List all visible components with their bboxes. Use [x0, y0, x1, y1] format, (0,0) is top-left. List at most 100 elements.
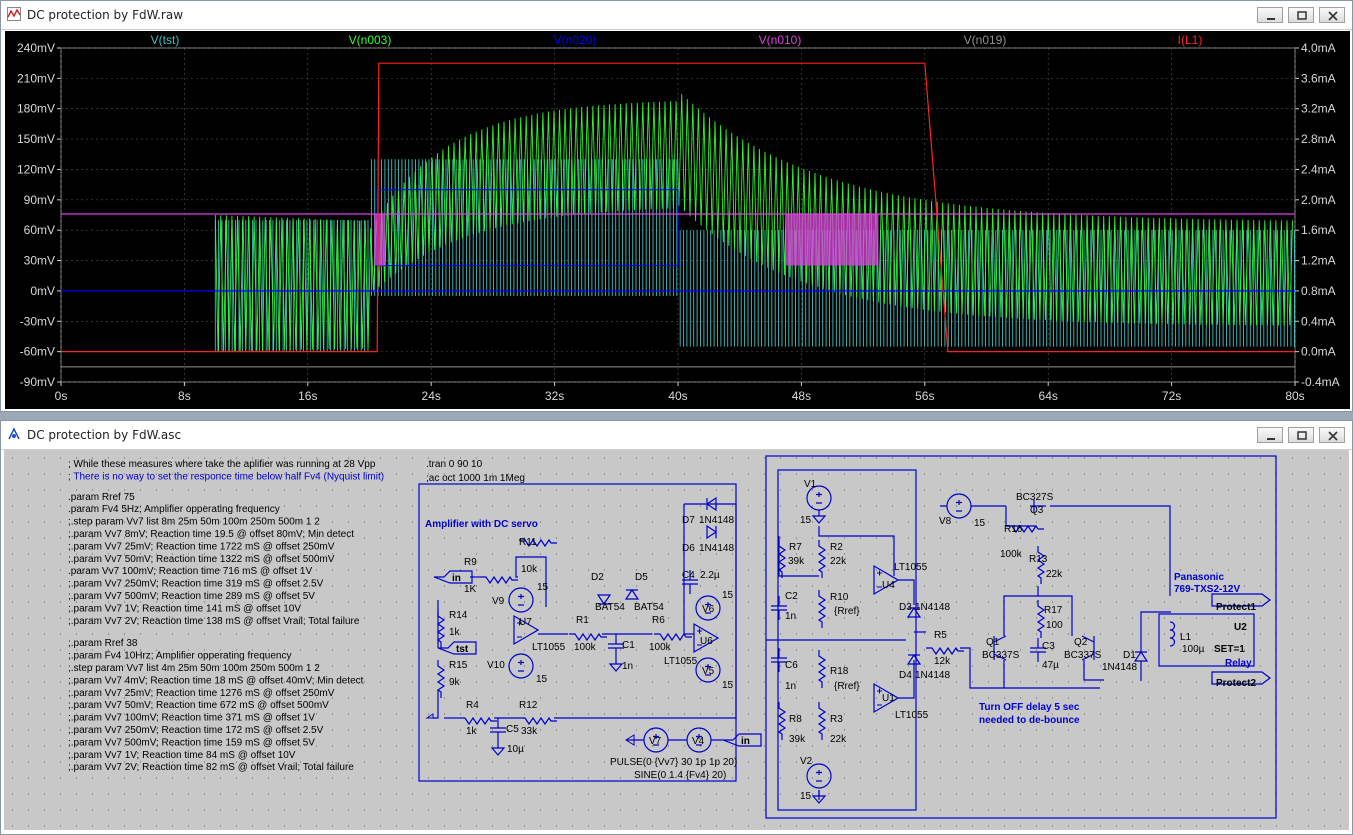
part-name: R5 — [934, 630, 947, 641]
voltage-source-polarity — [816, 770, 822, 782]
ground-icon — [811, 510, 827, 524]
part-value: 1k — [466, 726, 478, 737]
close-button[interactable] — [1319, 7, 1345, 23]
part-value: 22k — [830, 556, 847, 567]
part-name: R9 — [464, 557, 477, 568]
amplifier-block-title: Amplifier with DC servo — [425, 519, 538, 530]
plot-canvas[interactable]: 240mV210mV180mV150mV120mV90mV60mV30mV0mV… — [5, 31, 1350, 409]
port-protect1 — [1211, 593, 1271, 607]
part-value: 100k — [574, 642, 597, 653]
diode-symbol — [624, 588, 640, 600]
part-name: R14 — [449, 610, 468, 621]
part-value: BC327S — [1016, 492, 1054, 503]
x-tick-label: 0s — [55, 389, 68, 403]
opamp-pins — [517, 620, 522, 638]
part-name: U4 — [882, 580, 895, 591]
schematic-canvas[interactable]: ; While these measures where take the ap… — [4, 450, 1349, 830]
opamp-triangle — [873, 564, 900, 596]
part-name: V9 — [492, 596, 505, 607]
part-name: C5 — [506, 724, 519, 735]
trace-label: V(n010) — [759, 33, 802, 47]
resistor-r18 — [817, 650, 827, 688]
restore-button[interactable] — [1288, 427, 1314, 443]
restore-icon — [1297, 431, 1307, 440]
wire — [554, 638, 737, 719]
spice-comment: ;.param Vv7 500mV; Reaction time 289 mS … — [68, 591, 315, 602]
trace-v-n010-burst — [785, 213, 879, 266]
net-label-text: tst — [456, 644, 469, 655]
part-name: V10 — [487, 660, 505, 671]
relay-model: 769-TXS2-12V — [1174, 584, 1240, 595]
trace-i-l1 — [61, 62, 1295, 353]
wire — [960, 647, 1100, 689]
y2-tick-label: 1.2mA — [1301, 254, 1336, 268]
voltage-source-polarity — [956, 500, 962, 512]
x-tick-label: 32s — [545, 389, 564, 403]
wire — [1050, 505, 1171, 596]
minimize-button[interactable] — [1257, 7, 1283, 23]
part-name: R1 — [576, 615, 589, 626]
spice-comment: ;.param Vv7 50mV; Reaction time 1322 mS … — [68, 554, 335, 565]
relay-set: SET=1 — [1214, 644, 1245, 655]
y2-tick-label: 2.4mA — [1301, 162, 1336, 176]
wire — [433, 690, 439, 719]
part-name: R11 — [519, 537, 537, 548]
resistor-r16 — [1006, 524, 1044, 534]
wire — [1140, 611, 1171, 681]
port-protect1-label: Protect1 — [1216, 602, 1256, 613]
part-name: C3 — [1042, 641, 1055, 652]
part-value: 100k — [1000, 549, 1023, 560]
voltage-source-circle — [695, 595, 721, 621]
close-button[interactable] — [1319, 427, 1345, 443]
voltage-source-polarity — [518, 594, 524, 606]
opamp-u6 — [693, 622, 720, 654]
schematic-titlebar[interactable]: DC protection by FdW.asc — [1, 421, 1352, 450]
spice-comment: ;.param Vv7 250mV; Reaction time 172 mS … — [68, 725, 324, 736]
spice-comment: ;.param Vv7 25mV; Reaction time 1276 mS … — [68, 688, 335, 699]
net-label-text: in — [452, 573, 461, 584]
resistor-r17 — [1036, 600, 1046, 638]
schematic-drawing[interactable]: ; While these measures where take the ap… — [4, 450, 1349, 830]
close-icon — [1328, 11, 1338, 21]
ground-icon — [425, 713, 434, 719]
spice-comment: ;.param Vv7 2V; Reaction time 82 mS @ of… — [68, 762, 354, 773]
restore-button[interactable] — [1288, 7, 1314, 23]
wire — [683, 503, 737, 638]
spice-comment: ;.param Vv7 2V; Reaction time 138 mS @ o… — [68, 616, 360, 627]
x-tick-label: 24s — [422, 389, 441, 403]
capacitor-c6 — [771, 648, 787, 672]
x-tick-label: 48s — [792, 389, 811, 403]
transistor-q1 — [993, 635, 1007, 661]
part-value: 39k — [789, 734, 806, 745]
relay-label: Relay — [1225, 658, 1252, 669]
diode-symbol — [906, 606, 922, 618]
part-name: C2 — [785, 591, 798, 602]
resistor-r15 — [436, 660, 446, 698]
resistor-r6 — [654, 632, 692, 642]
trace-v-n003 — [214, 93, 1293, 352]
y-tick-label: 150mV — [17, 132, 55, 146]
x-tick-label: 80s — [1285, 389, 1304, 403]
y-tick-label: 120mV — [17, 162, 55, 176]
schematic-icon — [8, 427, 20, 440]
minimize-button[interactable] — [1257, 427, 1283, 443]
diode-d1 — [1133, 650, 1149, 662]
part-name: Q2 — [1074, 637, 1088, 648]
voltage-source-polarity — [653, 734, 659, 746]
part-name: R13 — [1029, 554, 1048, 565]
relay-brand: Panasonic — [1174, 572, 1224, 583]
part-name: D2 — [591, 572, 604, 583]
trace-label: V(n019) — [964, 33, 1007, 47]
wire — [1003, 660, 1104, 688]
waveform-titlebar[interactable]: DC protection by FdW.raw — [1, 1, 1352, 30]
part-value: 47µ — [1042, 660, 1059, 671]
resistor-r7 — [777, 540, 787, 578]
voltage-source-v5 — [695, 657, 721, 683]
part-value: {Rref} — [834, 606, 860, 617]
part-value: 1N4148 — [699, 515, 734, 526]
part-name: R8 — [789, 714, 802, 725]
part-value: 1n — [785, 681, 796, 692]
part-name: V5 — [702, 666, 715, 677]
resistor-r10 — [817, 590, 827, 628]
